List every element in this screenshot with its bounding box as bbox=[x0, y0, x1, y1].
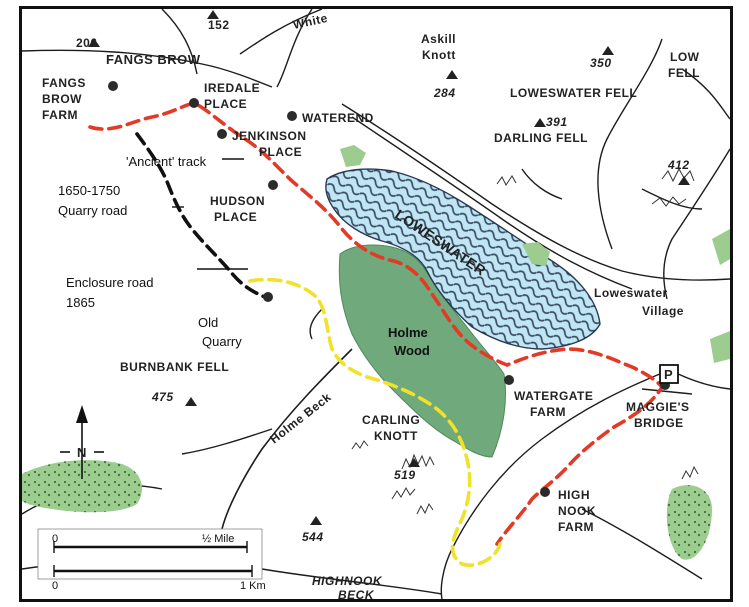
annotation-pointers bbox=[172, 158, 248, 270]
woodland-patch bbox=[340, 145, 366, 167]
label-fangs-brow: FANGS BROW bbox=[106, 52, 201, 67]
label-low-fell-1: LOW bbox=[670, 50, 700, 64]
watergate-farm-marker bbox=[504, 375, 514, 385]
label-high-nook-farm-1: HIGH bbox=[558, 488, 590, 502]
lake-waves bbox=[325, 169, 600, 349]
label-watergate-farm-1: WATERGATE bbox=[514, 389, 593, 403]
annotation-enclosure-road-2: 1865 bbox=[66, 295, 95, 310]
label-burnbank-fell: BURNBANK FELL bbox=[120, 360, 229, 374]
label-maggies-bridge-2: BRIDGE bbox=[634, 416, 684, 430]
annotation-quarry-road-1: 1650-1750 bbox=[58, 183, 120, 198]
label-loweswater-fell: LOWESWATER FELL bbox=[510, 86, 637, 100]
label-high-nook-farm-3: FARM bbox=[558, 520, 594, 534]
parking-letter: P bbox=[664, 367, 673, 382]
label-low-fell-2: FELL bbox=[668, 66, 700, 80]
label-jenkinson-place-1: JENKINSON bbox=[232, 129, 307, 143]
label-holme-wood-2: Wood bbox=[394, 343, 430, 358]
scale-bar: 0 ½ Mile 0 1 Km bbox=[37, 528, 266, 592]
label-holme-wood-1: Holme bbox=[388, 325, 428, 340]
label-hudson-place-1: HUDSON bbox=[210, 194, 265, 208]
label-old-quarry-1: Old bbox=[198, 315, 218, 330]
fangs-brow-farm-marker bbox=[108, 81, 118, 91]
woodland-patch-west-texture bbox=[22, 460, 142, 513]
north-label: N bbox=[77, 445, 87, 460]
height-412: 412 bbox=[667, 158, 690, 172]
scale-zero-km: 0 bbox=[52, 580, 58, 592]
route-yellow bbox=[248, 277, 502, 567]
label-fangs-brow-farm-3: FARM bbox=[42, 108, 78, 122]
parking-symbol: P bbox=[659, 364, 679, 384]
label-fangs-brow-farm-2: BROW bbox=[42, 92, 82, 106]
label-askill-knott-2: Knott bbox=[422, 48, 456, 62]
annotation-ancient-track: 'Ancient' track bbox=[126, 154, 207, 169]
height-284: 284 bbox=[433, 86, 456, 100]
label-jenkinson-place-2: PLACE bbox=[259, 145, 302, 159]
label-holme-beck: Holme Beck bbox=[267, 390, 334, 446]
label-fangs-brow-farm-1: FANGS bbox=[42, 76, 86, 90]
north-arrow: N bbox=[60, 405, 104, 479]
height-475: 475 bbox=[151, 390, 174, 404]
label-highnook-beck-2: BECK bbox=[338, 588, 375, 599]
label-carling-knott-1: CARLING bbox=[362, 413, 420, 427]
waterend-marker bbox=[287, 111, 297, 121]
holme-wood-area bbox=[338, 244, 506, 458]
scale-half-mile: ½ Mile bbox=[202, 533, 234, 545]
label-high-nook-farm-2: NOOK bbox=[558, 504, 596, 518]
height-206: 206 bbox=[76, 36, 98, 50]
iredale-place-marker bbox=[189, 98, 199, 108]
map-frame: 152 White 206 FANGS BROW FANGS BROW FARM… bbox=[19, 6, 733, 602]
label-askill-knott-1: Askill bbox=[421, 32, 456, 46]
height-350: 350 bbox=[590, 56, 612, 70]
woodland-patch bbox=[710, 331, 730, 363]
label-iredale-place-1: IREDALE bbox=[204, 81, 260, 95]
label-iredale-place-2: PLACE bbox=[204, 97, 247, 111]
label-maggies-bridge-1: MAGGIE'S bbox=[626, 400, 690, 414]
woodland-patch bbox=[522, 242, 550, 266]
high-nook-farm-marker bbox=[540, 487, 550, 497]
label-hudson-place-2: PLACE bbox=[214, 210, 257, 224]
height-152: 152 bbox=[208, 18, 230, 32]
label-carling-knott-2: KNOTT bbox=[374, 429, 418, 443]
height-391: 391 bbox=[546, 115, 568, 129]
woodland-patch bbox=[712, 229, 730, 265]
route-red bbox=[88, 101, 665, 546]
annotation-quarry-road-2: Quarry road bbox=[58, 203, 127, 218]
scale-one-km: 1 Km bbox=[240, 580, 266, 592]
road-label-whiteside: White bbox=[292, 11, 329, 32]
old-quarry-marker bbox=[263, 292, 273, 302]
hudson-place-marker bbox=[268, 180, 278, 190]
label-loweswater-village-2: Village bbox=[642, 304, 684, 318]
jenkinson-place-marker bbox=[217, 129, 227, 139]
loweswater-map: 152 White 206 FANGS BROW FANGS BROW FARM… bbox=[22, 9, 730, 599]
route-black-quarry-road bbox=[135, 132, 272, 301]
label-waterend: WATEREND bbox=[302, 111, 374, 125]
label-darling-fell: DARLING FELL bbox=[494, 131, 588, 145]
woodland-patch-east-texture bbox=[666, 485, 712, 560]
label-old-quarry-2: Quarry bbox=[202, 334, 242, 349]
label-watergate-farm-2: FARM bbox=[530, 405, 566, 419]
label-highnook-beck-1: HIGHNOOK bbox=[312, 574, 383, 588]
label-loweswater-village-1: Loweswater bbox=[594, 286, 668, 300]
annotation-enclosure-road-1: Enclosure road bbox=[66, 275, 153, 290]
scale-zero-miles: 0 bbox=[52, 533, 58, 545]
height-544: 544 bbox=[302, 530, 324, 544]
summit-markers bbox=[88, 10, 690, 525]
height-519: 519 bbox=[394, 468, 416, 482]
